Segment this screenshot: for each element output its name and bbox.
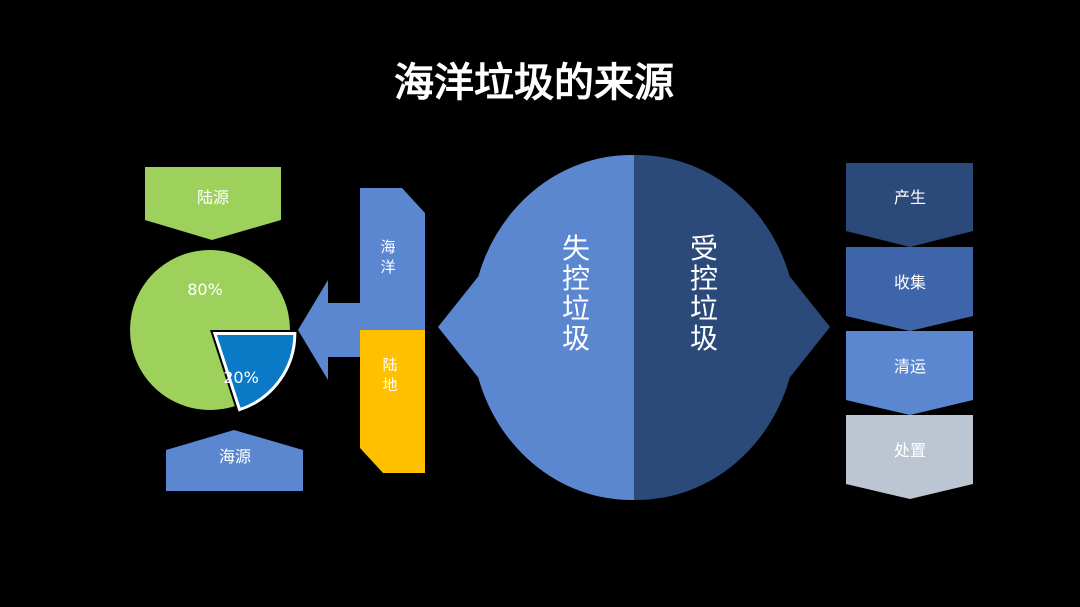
step-dispose-label: 处置: [894, 441, 926, 460]
pie-label-land: 80%: [187, 280, 223, 299]
step-transport-label: 清运: [894, 357, 926, 376]
land-label-char-1: 陆: [382, 356, 397, 374]
right-vert-char: 圾: [690, 322, 718, 355]
sea-source-banner: [166, 430, 303, 491]
ocean-label-char-1: 海: [380, 238, 395, 256]
step-produce-label: 产生: [894, 188, 926, 207]
land-source-label: 陆源: [197, 188, 229, 207]
right-vert-char: 垃: [690, 292, 718, 325]
pie-label-sea: 20%: [223, 368, 259, 387]
left-vert-char: 垃: [562, 292, 590, 325]
left-vert-char: 圾: [562, 322, 590, 355]
land-label-char-2: 地: [382, 376, 397, 394]
ocean-bar: [360, 188, 425, 330]
step-transport: [846, 331, 973, 415]
step-dispose: [846, 415, 973, 499]
ocean-label-char-2: 洋: [380, 258, 395, 276]
step-collect: [846, 247, 973, 331]
step-produce: [846, 163, 973, 247]
left-vert-char: 控: [562, 262, 590, 295]
step-collect-label: 收集: [894, 273, 926, 292]
uncontrolled-half: [438, 154, 634, 501]
controlled-half: [634, 154, 830, 501]
sea-source-label: 海源: [219, 447, 251, 466]
land-source-banner: [145, 167, 281, 240]
page-title: 海洋垃圾的来源: [394, 59, 674, 106]
right-vert-char: 控: [690, 262, 718, 295]
land-bar: [360, 330, 425, 473]
right-vert-char: 受: [690, 232, 718, 265]
arrow-to-sources: [298, 280, 360, 380]
pie-slice-land: [130, 250, 290, 410]
pie-slice-sea: [212, 332, 297, 412]
left-vert-char: 失: [562, 232, 590, 265]
